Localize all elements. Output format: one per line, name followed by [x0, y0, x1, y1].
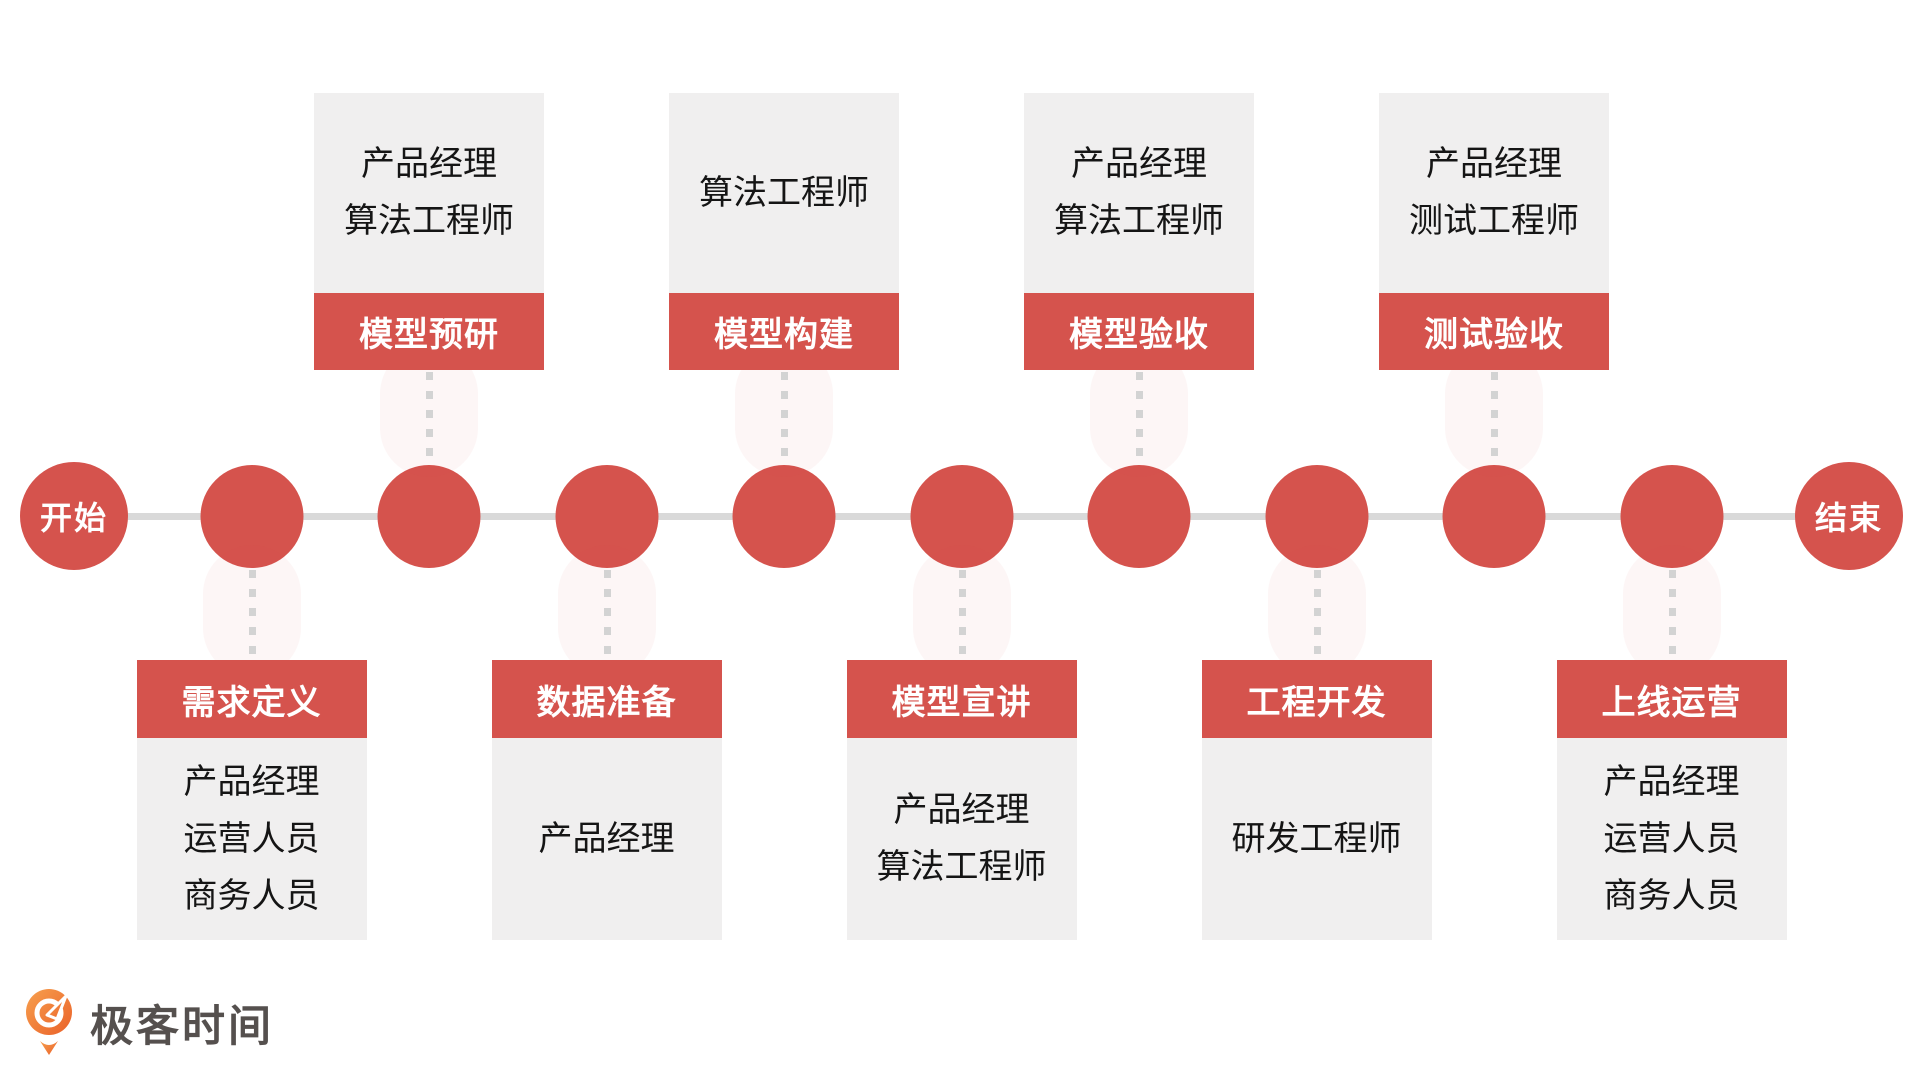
stage-label: 模型构建 — [669, 293, 899, 370]
stage-role: 产品经理 — [1071, 145, 1207, 183]
dotted-connector — [603, 570, 611, 658]
dotted-connector — [1136, 372, 1143, 464]
geektime-logo-icon — [26, 989, 72, 1055]
stage-role: 产品经理 — [893, 791, 1030, 829]
dotted-connector — [248, 570, 256, 658]
stage-roles-panel: 产品经理算法工程师 — [1024, 93, 1254, 293]
brand-logo: 极客时间 — [26, 988, 274, 1058]
dotted-connector — [1491, 372, 1498, 464]
timeline-start-node: 开始 — [20, 462, 128, 570]
stage-roles-panel: 产品经理算法工程师 — [846, 738, 1077, 940]
stage-role: 运营人员 — [1603, 819, 1740, 858]
stage-role: 商务人员 — [1603, 876, 1740, 915]
stage-label: 模型验收 — [1024, 293, 1254, 370]
stage-role: 算法工程师 — [344, 202, 514, 240]
stage-role: 产品经理 — [183, 762, 320, 801]
stage-model-acceptance: 模型验收产品经理算法工程师 — [1024, 0, 1254, 1080]
dotted-connector — [781, 372, 788, 464]
timeline-node — [732, 465, 836, 568]
stage-roles-panel: 产品经理算法工程师 — [314, 93, 544, 293]
stage-role: 运营人员 — [183, 819, 320, 858]
timeline-node — [377, 465, 481, 568]
stage-label: 需求定义 — [136, 660, 367, 738]
stage-role: 研发工程师 — [1231, 819, 1402, 858]
stage-label: 模型预研 — [314, 293, 544, 370]
stage-roles-panel: 产品经理运营人员商务人员 — [1556, 738, 1787, 940]
timeline-node — [1265, 465, 1368, 568]
stage-role: 算法工程师 — [1054, 202, 1224, 240]
dotted-connector — [958, 570, 966, 658]
stage-label: 数据准备 — [491, 660, 722, 738]
timeline-node — [555, 465, 658, 568]
stage-model-preresearch: 模型预研产品经理算法工程师 — [314, 0, 544, 1080]
stage-role: 产品经理 — [361, 145, 497, 183]
stage-model-presentation: 模型宣讲产品经理算法工程师 — [846, 0, 1077, 1080]
brand-name: 极客时间 — [90, 1003, 274, 1051]
timeline-node — [910, 465, 1013, 568]
stage-roles-panel: 算法工程师 — [669, 93, 899, 293]
stage-role: 算法工程师 — [876, 848, 1047, 886]
stage-launch-operations: 上线运营产品经理运营人员商务人员 — [1556, 0, 1787, 1080]
stage-roles-panel: 研发工程师 — [1201, 738, 1432, 940]
stage-role: 商务人员 — [183, 876, 320, 915]
timeline-node — [200, 465, 303, 568]
stage-roles-panel: 产品经理测试工程师 — [1379, 93, 1609, 293]
stage-model-building: 模型构建算法工程师 — [669, 0, 899, 1080]
timeline-node — [1620, 465, 1723, 568]
stage-role: 测试工程师 — [1409, 202, 1579, 240]
stage-requirements-definition: 需求定义产品经理运营人员商务人员 — [136, 0, 367, 1080]
dotted-connector — [1313, 570, 1321, 658]
timeline-node — [1442, 465, 1546, 568]
stage-role: 算法工程师 — [699, 173, 869, 212]
stage-role: 产品经理 — [1603, 762, 1740, 801]
stage-data-preparation: 数据准备产品经理 — [491, 0, 722, 1080]
stage-label: 工程开发 — [1201, 660, 1432, 738]
timeline-node — [1087, 465, 1191, 568]
stage-roles-panel: 产品经理 — [491, 738, 722, 940]
stage-role: 产品经理 — [538, 819, 675, 858]
timeline-end-node: 结束 — [1795, 462, 1903, 570]
stage-label: 模型宣讲 — [846, 660, 1077, 738]
stage-engineering-development: 工程开发研发工程师 — [1201, 0, 1432, 1080]
dotted-connector — [1668, 570, 1676, 658]
stage-test-acceptance: 测试验收产品经理测试工程师 — [1379, 0, 1609, 1080]
stage-role: 产品经理 — [1426, 145, 1562, 183]
stage-label: 测试验收 — [1379, 293, 1609, 370]
dotted-connector — [426, 372, 433, 464]
stage-roles-panel: 产品经理运营人员商务人员 — [136, 738, 367, 940]
stage-label: 上线运营 — [1556, 660, 1787, 738]
